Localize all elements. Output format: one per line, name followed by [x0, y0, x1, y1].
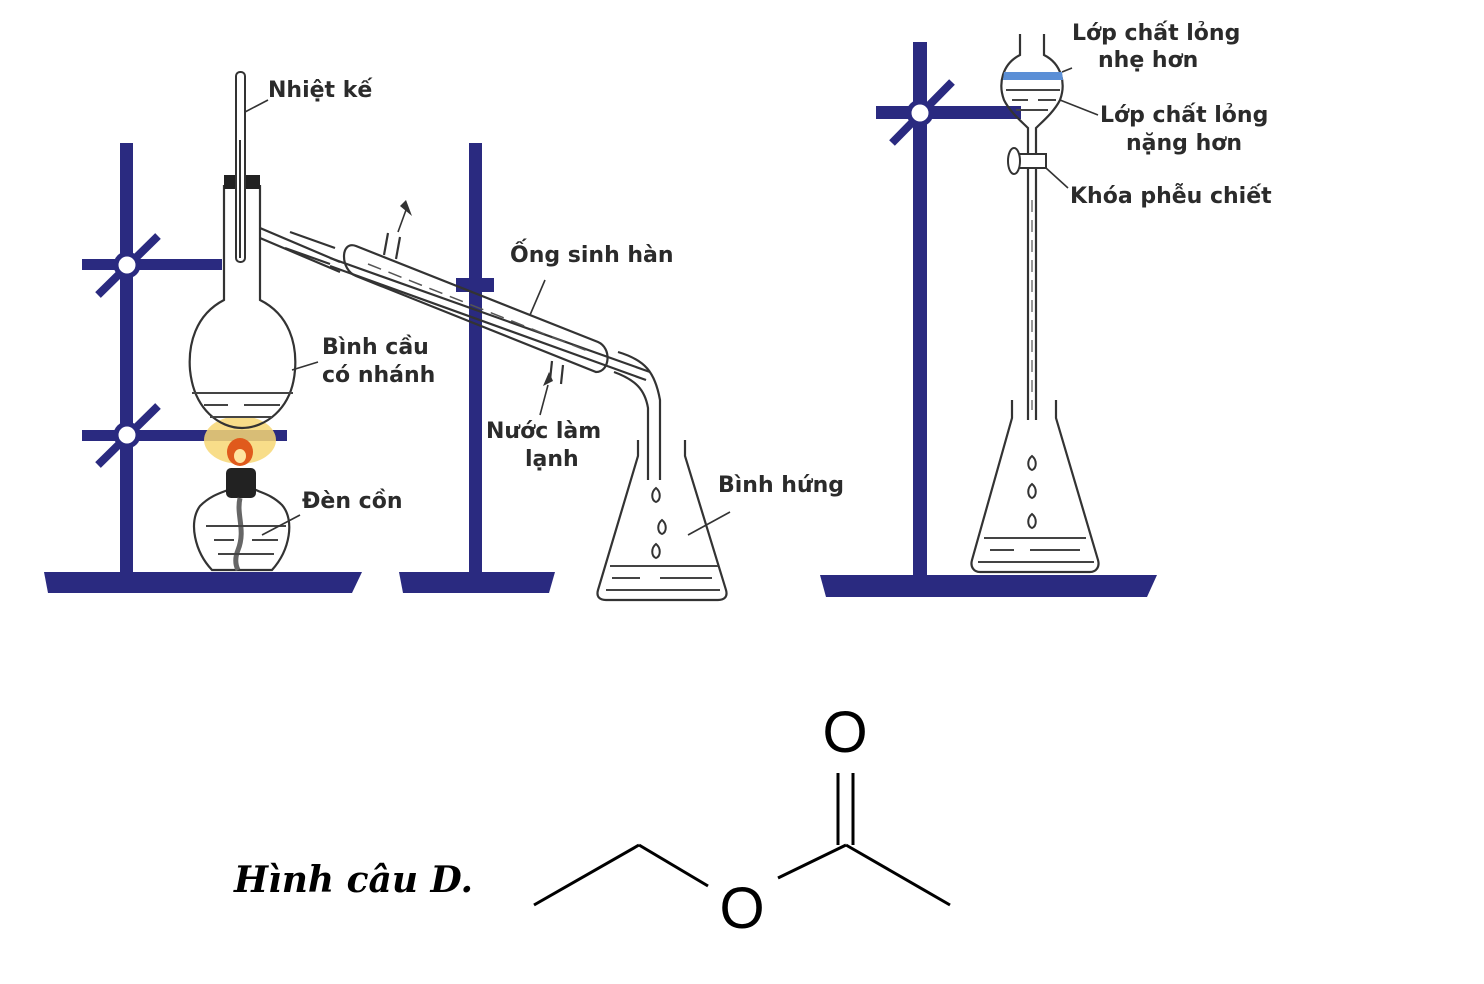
label-condenser: Ống sinh hàn [510, 239, 674, 268]
atom-oxygen-ester: O [719, 876, 764, 941]
label-thermometer: Nhiệt kế [268, 78, 373, 103]
label-flask-line1: Bình cầu [322, 335, 429, 360]
distillation-apparatus: Nhiệt kế Ống sinh hàn Bình cầu có nhánh … [44, 71, 844, 602]
label-light-line2: nhẹ hơn [1098, 48, 1198, 73]
label-receiver: Bình hứng [718, 473, 844, 498]
extraction-apparatus: Lớp chất lỏng nhẹ hơn Lớp chất lỏng nặng… [820, 21, 1272, 597]
stand-middle [399, 143, 555, 593]
label-lamp: Đèn cồn [302, 489, 403, 514]
spirit-lamp [192, 468, 291, 572]
label-heavy-line1: Lớp chất lỏng [1100, 103, 1268, 128]
stand-right [820, 42, 1157, 597]
adapter [613, 350, 662, 480]
ethyl-acetate-structure: O O [533, 700, 951, 941]
stand-left [44, 143, 362, 593]
label-heavy-line2: nặng hơn [1126, 131, 1242, 156]
separatory-funnel [1000, 34, 1099, 420]
receiving-flask [596, 440, 731, 602]
label-light-line1: Lớp chất lỏng [1072, 21, 1240, 46]
label-flask-line2: có nhánh [322, 363, 435, 388]
flame [204, 416, 276, 466]
extraction-receiver [970, 400, 1100, 574]
condenser [284, 200, 651, 416]
label-cooling-line2: lạnh [525, 447, 579, 472]
label-stopcock: Khóa phễu chiết [1070, 184, 1272, 209]
atom-oxygen-carbonyl: O [822, 700, 867, 765]
label-cooling-line1: Nước làm [486, 419, 601, 444]
figure-caption: Hình câu D. [233, 859, 473, 901]
distilling-flask [188, 175, 341, 430]
thermometer [235, 71, 269, 263]
